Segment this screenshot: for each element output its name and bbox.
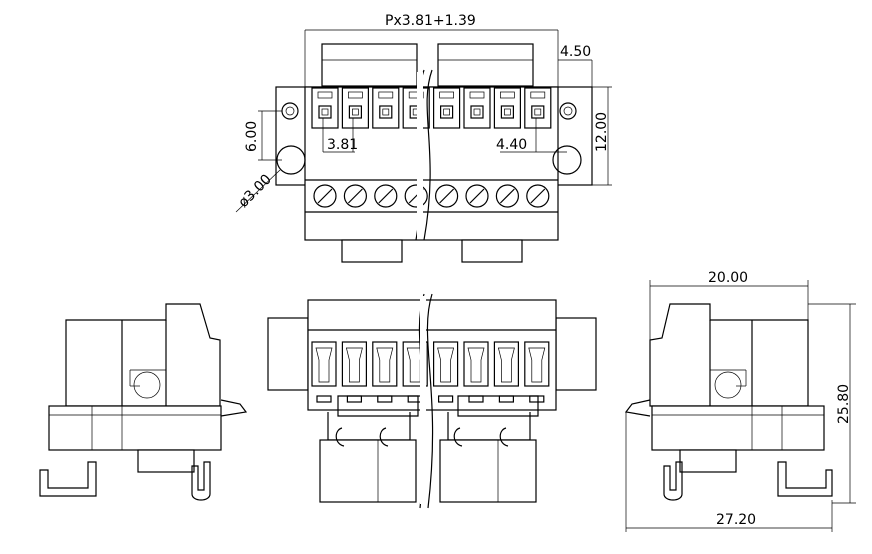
top-pin [433, 87, 461, 129]
top-pin-contact-inner [473, 108, 481, 116]
screw-slot [439, 188, 455, 204]
dim-height-mount: 12.00 [594, 112, 610, 152]
dim-hole-diameter: ø3.00 [236, 171, 275, 210]
front-view [267, 293, 597, 509]
top-pin [402, 87, 430, 129]
top-pin-latch [317, 91, 333, 99]
top-pin [463, 87, 491, 129]
top-pin [311, 87, 339, 129]
front-slot-inner [315, 347, 333, 383]
top-pin-latch [469, 91, 485, 99]
front-slot [524, 341, 550, 387]
top-pin-contact-inner [504, 108, 511, 116]
front-slot [311, 341, 337, 387]
screw-head [435, 184, 459, 208]
screw-head [374, 184, 398, 208]
top-pin-contact [470, 105, 484, 119]
front-slot-inner [497, 347, 515, 383]
screw-head [465, 184, 489, 208]
top-pin-latch [378, 91, 394, 99]
front-slot-inner [376, 347, 394, 383]
dim-side-width: 20.00 [708, 270, 748, 286]
top-pin-contact [318, 105, 332, 119]
front-slot [463, 341, 489, 387]
top-pin-contact-inner [443, 108, 450, 116]
screw-slot [469, 188, 485, 204]
top-pin-latch [439, 91, 454, 99]
top-pin-latch [348, 91, 363, 99]
dim-hole-vertical: 6.00 [244, 121, 260, 152]
screw-head [495, 184, 519, 208]
screw-head [526, 184, 550, 208]
top-pin-contact-inner [352, 108, 359, 116]
top-pin [341, 87, 369, 129]
front-slot [402, 341, 428, 387]
front-tab [316, 395, 332, 403]
top-pin-contact-inner [382, 108, 390, 116]
front-slot-inner [528, 347, 546, 383]
front-tab [468, 395, 484, 403]
front-slot-row [311, 341, 550, 387]
left-side-view [39, 303, 248, 501]
dim-rail-width: 27.20 [716, 512, 756, 528]
front-slot-inner [345, 347, 363, 383]
front-tab [498, 395, 514, 403]
right-side-view: 20.00 25.80 27.20 [624, 270, 856, 532]
top-pin-contact-inner [534, 108, 542, 116]
front-slot [433, 341, 459, 387]
front-tab [438, 395, 454, 403]
top-pin-contact [500, 105, 514, 119]
top-pin [524, 87, 552, 129]
top-pin [372, 87, 400, 129]
front-tab [529, 395, 545, 403]
dim-offset-top: 4.50 [560, 44, 591, 60]
top-screw-row [313, 184, 550, 208]
screw-slot [317, 188, 333, 204]
top-pin-contact [348, 105, 362, 119]
front-slot [372, 341, 398, 387]
screw-head [313, 184, 337, 208]
top-pin-latch [530, 91, 546, 99]
dim-offset-side: 4.40 [496, 137, 527, 153]
screw-slot [530, 188, 546, 204]
screw-head [343, 184, 367, 208]
screw-head [404, 184, 428, 208]
dim-pitch-width: Px3.81+1.39 [385, 13, 476, 29]
front-slot-inner [467, 347, 485, 383]
top-pin-row [311, 87, 552, 129]
front-tab [377, 395, 393, 403]
top-pin-contact [440, 105, 454, 119]
top-pin-contact [531, 105, 545, 119]
dim-pitch: 3.81 [327, 137, 358, 153]
top-pin-contact [379, 105, 393, 119]
top-pin-latch [408, 91, 424, 99]
dim-side-height: 25.80 [836, 384, 852, 424]
screw-slot [347, 188, 363, 204]
top-pin-contact-inner [321, 108, 329, 116]
screw-slot [499, 188, 515, 204]
front-tab-row [316, 395, 545, 403]
front-tab [346, 395, 362, 403]
top-pin [493, 87, 521, 129]
front-slot [493, 341, 519, 387]
top-view: Px3.81+1.39 4.50 12.00 6.00 3.81 4.40 ø3… [236, 13, 612, 263]
top-pin-latch [500, 91, 515, 99]
front-slot [341, 341, 367, 387]
screw-slot [378, 188, 394, 204]
front-slot-inner [437, 347, 455, 383]
